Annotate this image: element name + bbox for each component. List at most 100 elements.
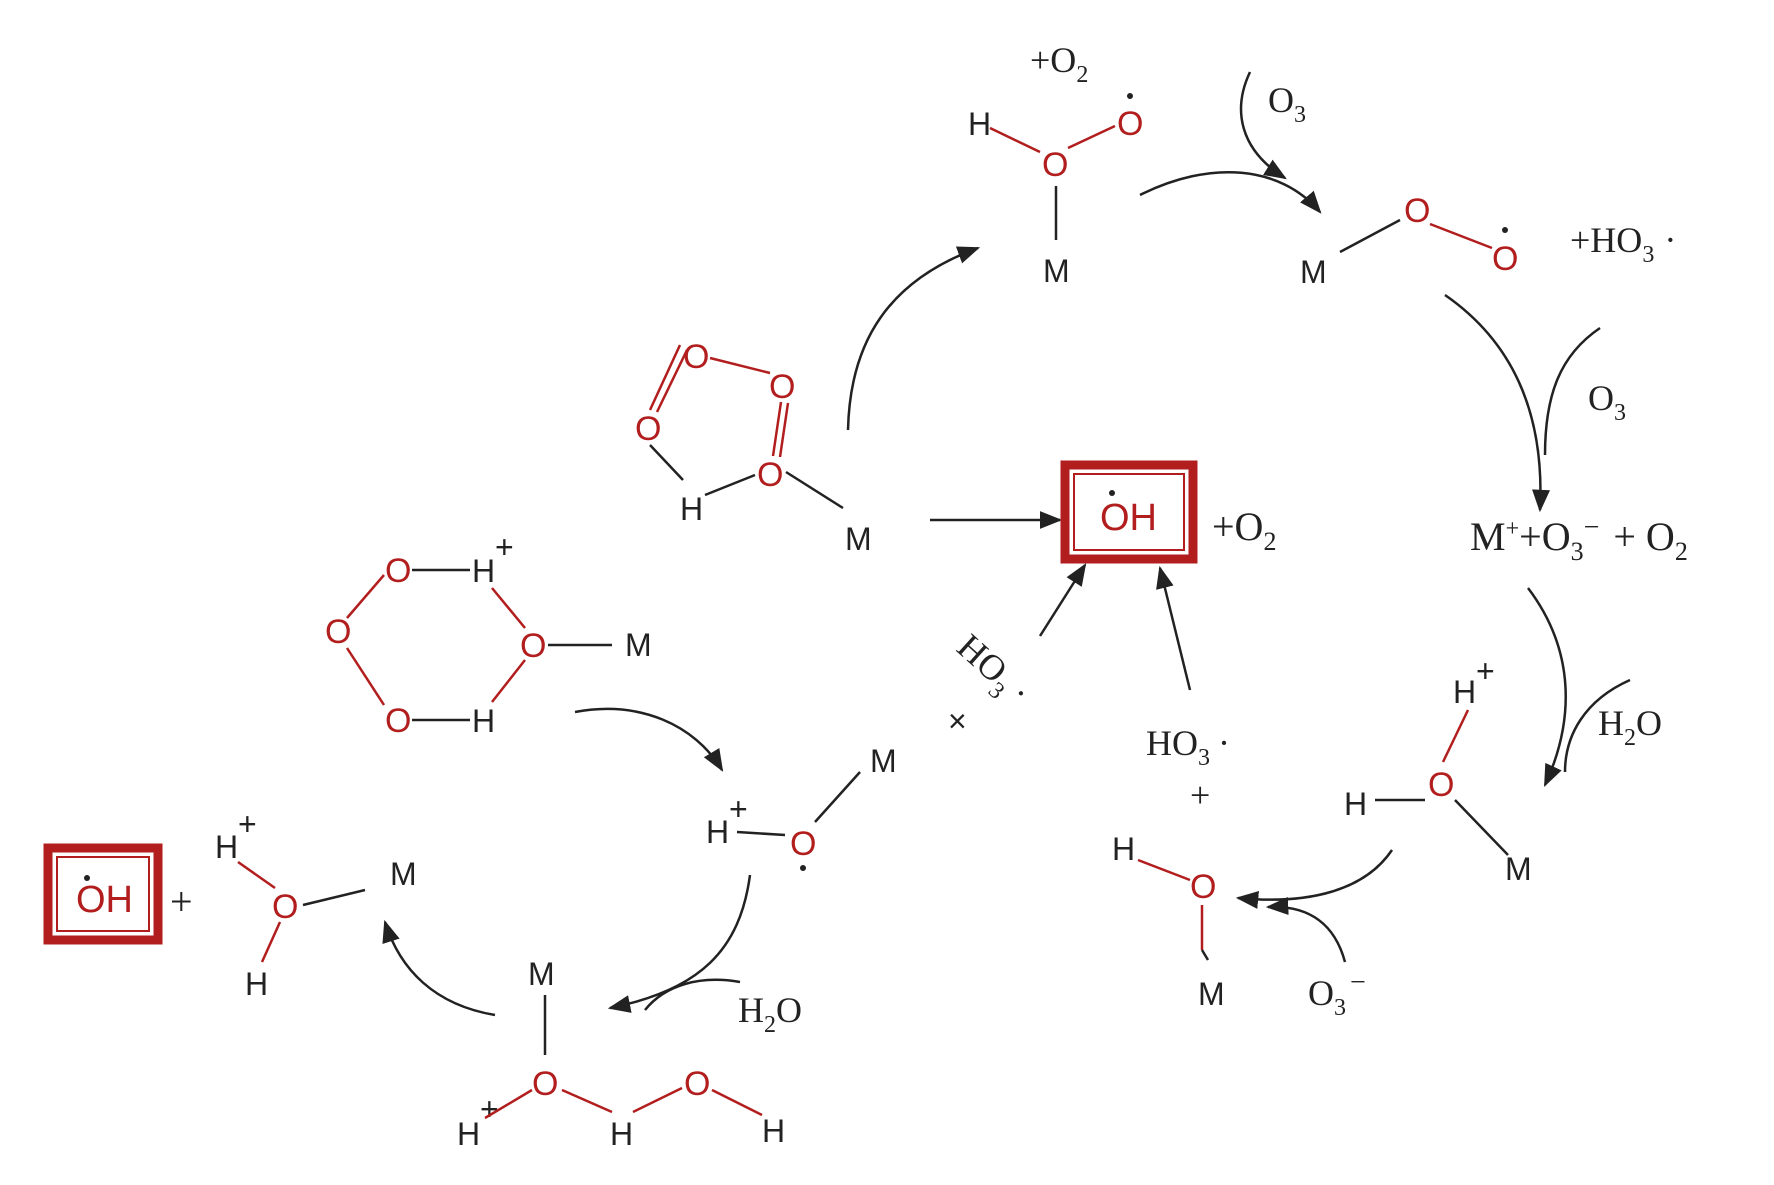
bond bbox=[655, 349, 689, 413]
m-atom: M bbox=[1300, 254, 1327, 290]
oh-label: OH bbox=[1100, 497, 1157, 539]
arrow-to-mo2 bbox=[1139, 171, 1322, 214]
bond bbox=[771, 401, 783, 457]
arrow-ho3-right-to-oh bbox=[1156, 565, 1192, 691]
bond bbox=[704, 473, 756, 497]
o-atom: O bbox=[1404, 192, 1430, 230]
o-atom: O bbox=[769, 368, 795, 406]
cyclic-ozonide-complex: O O O O H M bbox=[635, 338, 872, 557]
ho3-plus-hydroxyl-metal-right: HO3· + H O M bbox=[1112, 723, 1230, 1012]
arrow-to-left-product bbox=[382, 919, 496, 1017]
radical-dot bbox=[800, 865, 806, 871]
bond bbox=[237, 860, 276, 890]
arrow-to-top-complex bbox=[846, 246, 981, 431]
arrow-to-m-plus bbox=[1444, 293, 1550, 513]
plus-sup: + bbox=[480, 1091, 499, 1127]
radical-dot bbox=[1109, 490, 1115, 496]
o-atom: O bbox=[385, 702, 411, 740]
hydroxyl-radical-box-left: OH bbox=[43, 843, 163, 945]
bottom-water-bridged-complex: M O H + H O H bbox=[457, 956, 785, 1152]
bond bbox=[778, 402, 790, 458]
bond bbox=[1067, 124, 1116, 150]
h-plus-atom: H bbox=[457, 1116, 480, 1152]
bond bbox=[1429, 222, 1493, 250]
o-radical-atom: O bbox=[1117, 105, 1143, 143]
h-plus-atom: H bbox=[215, 829, 238, 865]
arrow-to-h-o-m-right bbox=[1235, 849, 1394, 909]
o-atom: O bbox=[635, 410, 661, 448]
plus-sign-left: + bbox=[170, 879, 193, 924]
bond bbox=[632, 1086, 683, 1114]
h-atom: H bbox=[245, 966, 268, 1002]
o-atom: O bbox=[1190, 868, 1216, 906]
bond bbox=[711, 1088, 763, 1117]
h-plus-atom: H bbox=[706, 814, 729, 850]
bond bbox=[709, 356, 771, 375]
radical-dot bbox=[1127, 93, 1133, 99]
bond bbox=[648, 344, 682, 411]
o-atom: O bbox=[790, 825, 816, 863]
arrow-ho3-to-oh bbox=[1038, 563, 1087, 637]
m-atom: M bbox=[1505, 851, 1532, 887]
arrow-to-bottom-complex bbox=[607, 874, 752, 1013]
bond bbox=[1339, 218, 1401, 254]
o-atom: O bbox=[325, 613, 351, 651]
bond bbox=[989, 126, 1041, 154]
bond bbox=[785, 470, 844, 510]
plus-sup: + bbox=[495, 529, 514, 565]
oh-box bbox=[43, 843, 163, 945]
plus-sup: + bbox=[238, 806, 257, 842]
radical-dot bbox=[1502, 227, 1508, 233]
bond bbox=[346, 574, 385, 619]
oh-box-inner bbox=[56, 856, 150, 932]
o-atom: O bbox=[385, 552, 411, 590]
m-atom: M bbox=[870, 743, 897, 779]
plus-sup: + bbox=[1476, 653, 1495, 689]
o-atom: O bbox=[1428, 766, 1454, 804]
bond bbox=[561, 1088, 613, 1114]
bond bbox=[491, 659, 526, 703]
radical-dot bbox=[84, 875, 90, 881]
arrow-o3-minus-in bbox=[1265, 897, 1347, 963]
o3-minus-label: O3− bbox=[1308, 967, 1366, 1021]
protonated-water-metal-right: H + O H M bbox=[1344, 653, 1532, 887]
m-atom: M bbox=[845, 521, 872, 557]
bond bbox=[1137, 858, 1191, 882]
m-plus-o3-minus-plus-o2: M++O3−+ O2 bbox=[1470, 512, 1688, 566]
bond bbox=[1441, 709, 1470, 763]
h-plus-atom: H bbox=[1453, 674, 1476, 710]
plus-o2-center: +O2 bbox=[1212, 504, 1276, 556]
o-atom: O bbox=[683, 338, 709, 376]
bond bbox=[491, 587, 526, 629]
plus-o2-top: +O2 bbox=[1030, 40, 1088, 88]
top-hydroperoxyl-complex: +O2 H O O M bbox=[968, 40, 1143, 289]
h-atom: H bbox=[680, 491, 703, 527]
arrow-o3-in bbox=[1239, 71, 1287, 180]
m-atom: M bbox=[1043, 253, 1070, 289]
bond bbox=[736, 830, 786, 837]
m-atom: M bbox=[390, 856, 417, 892]
bond bbox=[649, 444, 684, 481]
h-atom: H bbox=[1112, 831, 1135, 867]
bond bbox=[345, 647, 386, 706]
metal-superoxide: M O O +HO3· bbox=[1300, 192, 1676, 290]
arrow-h2o-in-right bbox=[1563, 678, 1631, 773]
o-radical-atom: O bbox=[1492, 240, 1518, 278]
bond bbox=[1200, 949, 1210, 961]
o3-label-right: O3 bbox=[1588, 378, 1626, 426]
o-atom: O bbox=[272, 888, 298, 926]
oh-box-inner bbox=[1073, 473, 1185, 551]
h-plus-atom: H bbox=[472, 553, 495, 589]
bond bbox=[814, 771, 861, 823]
h2o-label-right: H2O bbox=[1598, 703, 1662, 751]
m-atom: M bbox=[1198, 976, 1225, 1012]
m-atom: M bbox=[528, 956, 555, 992]
plus-sup: + bbox=[729, 791, 748, 827]
cross-mark: × bbox=[948, 703, 967, 739]
o-atom: O bbox=[520, 627, 546, 665]
h-atom: H bbox=[610, 1116, 633, 1152]
bond bbox=[1454, 799, 1509, 856]
o-atom: O bbox=[532, 1065, 558, 1103]
ho3-radical-label: HO3· bbox=[1146, 723, 1230, 771]
